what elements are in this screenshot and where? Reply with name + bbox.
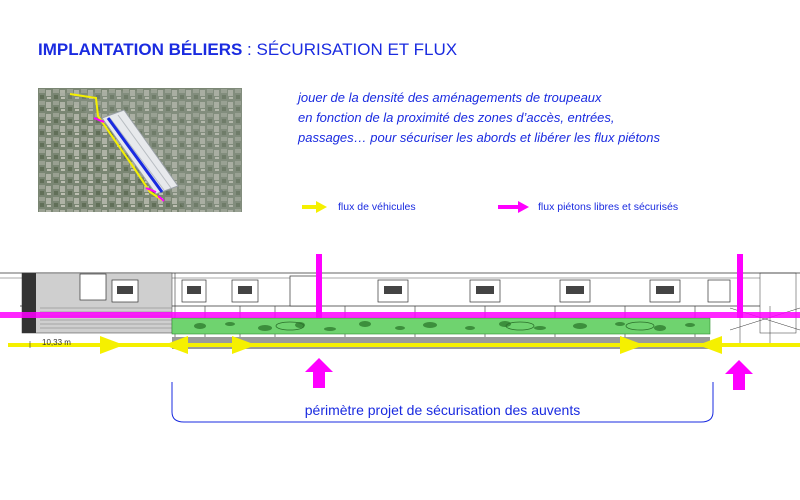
- dimension-label: 10,33 m: [42, 338, 71, 347]
- page-title: IMPLANTATION BÉLIERS : SÉCURISATION ET F…: [38, 40, 457, 60]
- site-plan: [0, 254, 800, 354]
- description-line: en fonction de la proximité des zones d’…: [298, 110, 615, 125]
- pedestrian-arrow-icon: [498, 201, 529, 213]
- description-line: passages… pour sécuriser les abords et l…: [298, 130, 661, 145]
- perimeter-bracket: [171, 382, 714, 423]
- vehicle-arrow-icon: [302, 201, 327, 213]
- legend-pedestrian-label: flux piétons libres et sécurisés: [538, 201, 679, 213]
- title-sub: : SÉCURISATION ET FLUX: [242, 40, 458, 59]
- pedestrian-entry-arrow-icon: [305, 358, 333, 388]
- description-line: jouer de la densité des aménagements de …: [298, 90, 602, 105]
- description: jouer de la densité des aménagements de …: [298, 88, 768, 148]
- perimeter-caption: périmètre projet de sécurisation des auv…: [304, 402, 581, 418]
- legend-vehicle-label: flux de véhicules: [338, 201, 416, 213]
- aerial-photo: [38, 88, 242, 212]
- pedestrian-entry-arrow-icon: [725, 360, 753, 390]
- title-main: IMPLANTATION BÉLIERS: [38, 40, 243, 59]
